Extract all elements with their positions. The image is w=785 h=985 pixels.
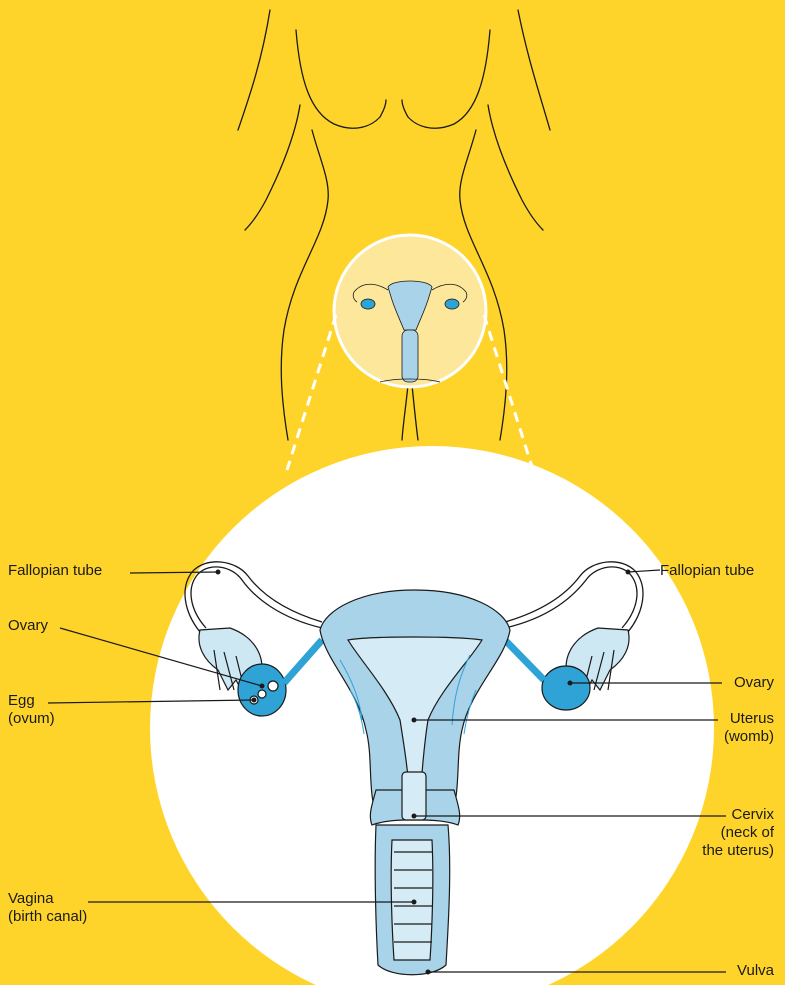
label-egg-line2: (ovum): [8, 710, 55, 727]
label-cervix-line3: the uterus): [702, 842, 774, 859]
label-ovary-left: Ovary: [8, 617, 48, 635]
label-vagina: Vagina (birth canal): [8, 890, 87, 926]
label-vagina-line2: (birth canal): [8, 908, 87, 925]
label-uterus-line1: Uterus: [730, 710, 774, 727]
label-vagina-line1: Vagina: [8, 890, 54, 907]
label-cervix-line1: Cervix: [731, 806, 774, 823]
label-ovary-right: Ovary: [722, 674, 774, 692]
label-vulva: Vulva: [714, 962, 774, 980]
label-fallopian-tube-left: Fallopian tube: [8, 562, 102, 580]
label-cervix-line2: (neck of: [721, 824, 774, 841]
inset-magnifier: [334, 235, 486, 387]
label-cervix: Cervix (neck of the uterus): [680, 806, 774, 860]
label-uterus: Uterus (womb): [690, 710, 774, 746]
label-egg: Egg (ovum): [8, 692, 55, 728]
label-egg-line1: Egg: [8, 692, 35, 709]
label-fallopian-tube-right: Fallopian tube: [660, 562, 754, 580]
right-ovary: [542, 666, 590, 710]
label-uterus-line2: (womb): [724, 728, 774, 745]
